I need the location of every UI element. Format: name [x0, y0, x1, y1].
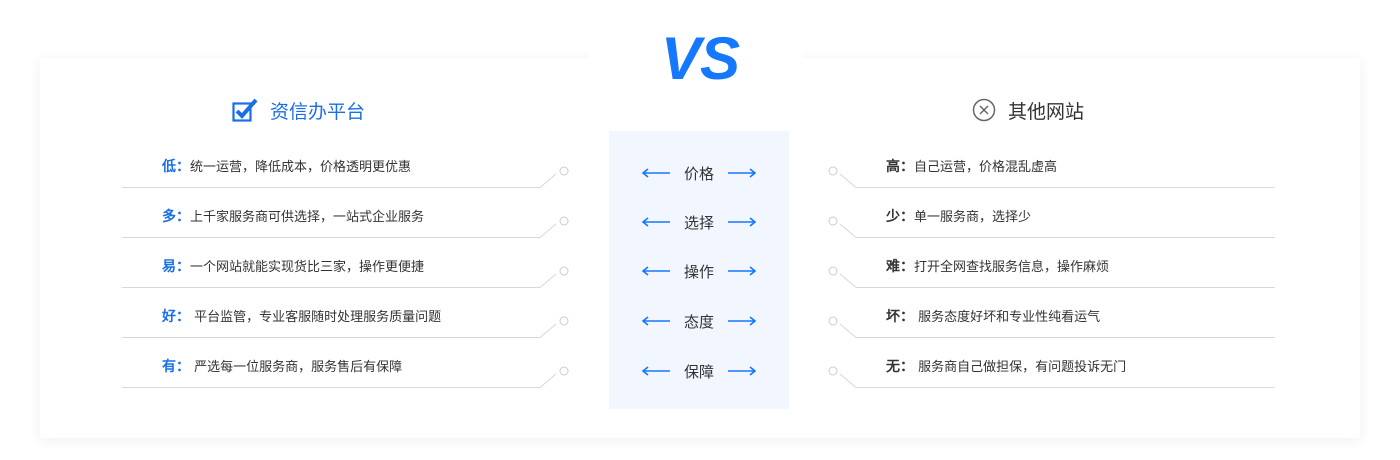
arrow-right-icon	[728, 217, 756, 227]
item-key: 无：	[886, 359, 914, 375]
checkbox-checked-icon	[232, 98, 258, 122]
arrow-right-icon	[728, 266, 756, 276]
right-list-item: 坏： 服务态度好坏和专业性纯看运气	[828, 306, 1278, 346]
criteria-label: 选择	[683, 213, 714, 232]
arrow-right-icon	[728, 316, 756, 326]
arrow-left-icon	[641, 266, 670, 276]
item-key: 好：	[162, 309, 190, 325]
criteria-label: 保障	[683, 362, 714, 381]
item-text: 平台监管，专业客服随时处理服务质量问题	[190, 310, 442, 325]
item-text: 自己运营，价格混乱虚高	[914, 160, 1058, 175]
item-key: 难：	[886, 259, 914, 275]
item-key: 坏：	[886, 309, 914, 325]
item-key: 有：	[162, 359, 190, 375]
right-panel-title-text: 其他网站	[1008, 100, 1085, 123]
left-panel-title-text: 资信办平台	[270, 100, 366, 123]
right-panel-title: 其他网站	[972, 96, 1084, 124]
criteria-label: 态度	[683, 312, 714, 331]
right-list-item: 无： 服务商自己做担保，有问题投诉无门	[828, 356, 1278, 396]
connector-line	[828, 316, 1275, 338]
connector-line	[828, 216, 1275, 238]
left-list-item: 多：上千家服务商可供选择，一站式企业服务	[122, 206, 572, 246]
item-text: 打开全网查找服务信息，操作麻烦	[914, 260, 1110, 275]
item-key: 易：	[162, 259, 190, 275]
connector-line	[122, 366, 569, 388]
item-text: 一个网站就能实现货比三家，操作更便捷	[190, 260, 425, 275]
criteria-row: 态度	[609, 309, 789, 333]
item-text: 严选每一位服务商，服务售后有保障	[190, 360, 403, 375]
connector-line	[122, 166, 569, 188]
close-circle-icon	[972, 98, 996, 122]
arrow-left-icon	[641, 316, 670, 326]
item-text: 单一服务商，选择少	[914, 210, 1032, 225]
arrow-left-icon	[641, 366, 670, 376]
left-list-item: 有： 严选每一位服务商，服务售后有保障	[122, 356, 572, 396]
connector-line	[828, 266, 1275, 288]
arrow-right-icon	[728, 168, 756, 178]
vs-label: VS	[660, 25, 740, 92]
right-list-item: 难：打开全网查找服务信息，操作麻烦	[828, 256, 1278, 296]
criteria-row: 选择	[609, 210, 789, 234]
item-text: 服务态度好坏和专业性纯看运气	[914, 310, 1101, 325]
criteria-label: 价格	[683, 164, 714, 183]
item-text: 上千家服务商可供选择，一站式企业服务	[190, 210, 425, 225]
left-list-item: 好： 平台监管，专业客服随时处理服务质量问题	[122, 306, 572, 346]
item-text: 服务商自己做担保，有问题投诉无门	[914, 360, 1127, 375]
item-key: 高：	[886, 159, 914, 175]
left-list-item: 易：一个网站就能实现货比三家，操作更便捷	[122, 256, 572, 296]
criteria-row: 保障	[609, 359, 789, 383]
item-key: 少：	[886, 209, 914, 225]
right-list-item: 高：自己运营，价格混乱虚高	[828, 156, 1278, 196]
item-text: 统一运营，降低成本，价格透明更优惠	[190, 160, 412, 175]
arrow-left-icon	[641, 217, 670, 227]
criteria-row: 价格	[609, 161, 789, 185]
left-panel-title: 资信办平台	[232, 96, 365, 124]
connector-line	[122, 216, 569, 238]
arrow-left-icon	[641, 168, 670, 178]
connector-line	[122, 266, 569, 288]
connector-line	[122, 316, 569, 338]
right-list-item: 少：单一服务商，选择少	[828, 206, 1278, 246]
left-list-item: 低：统一运营，降低成本，价格透明更优惠	[122, 156, 572, 196]
item-key: 低：	[162, 159, 190, 175]
criteria-column: 价格 选择 操作 态度 保障	[609, 131, 789, 409]
criteria-row: 操作	[609, 259, 789, 283]
item-key: 多：	[162, 209, 190, 225]
connector-line	[828, 166, 1275, 188]
arrow-right-icon	[728, 366, 756, 376]
connector-line	[828, 366, 1275, 388]
criteria-label: 操作	[683, 262, 714, 281]
vs-notch	[588, 40, 802, 80]
